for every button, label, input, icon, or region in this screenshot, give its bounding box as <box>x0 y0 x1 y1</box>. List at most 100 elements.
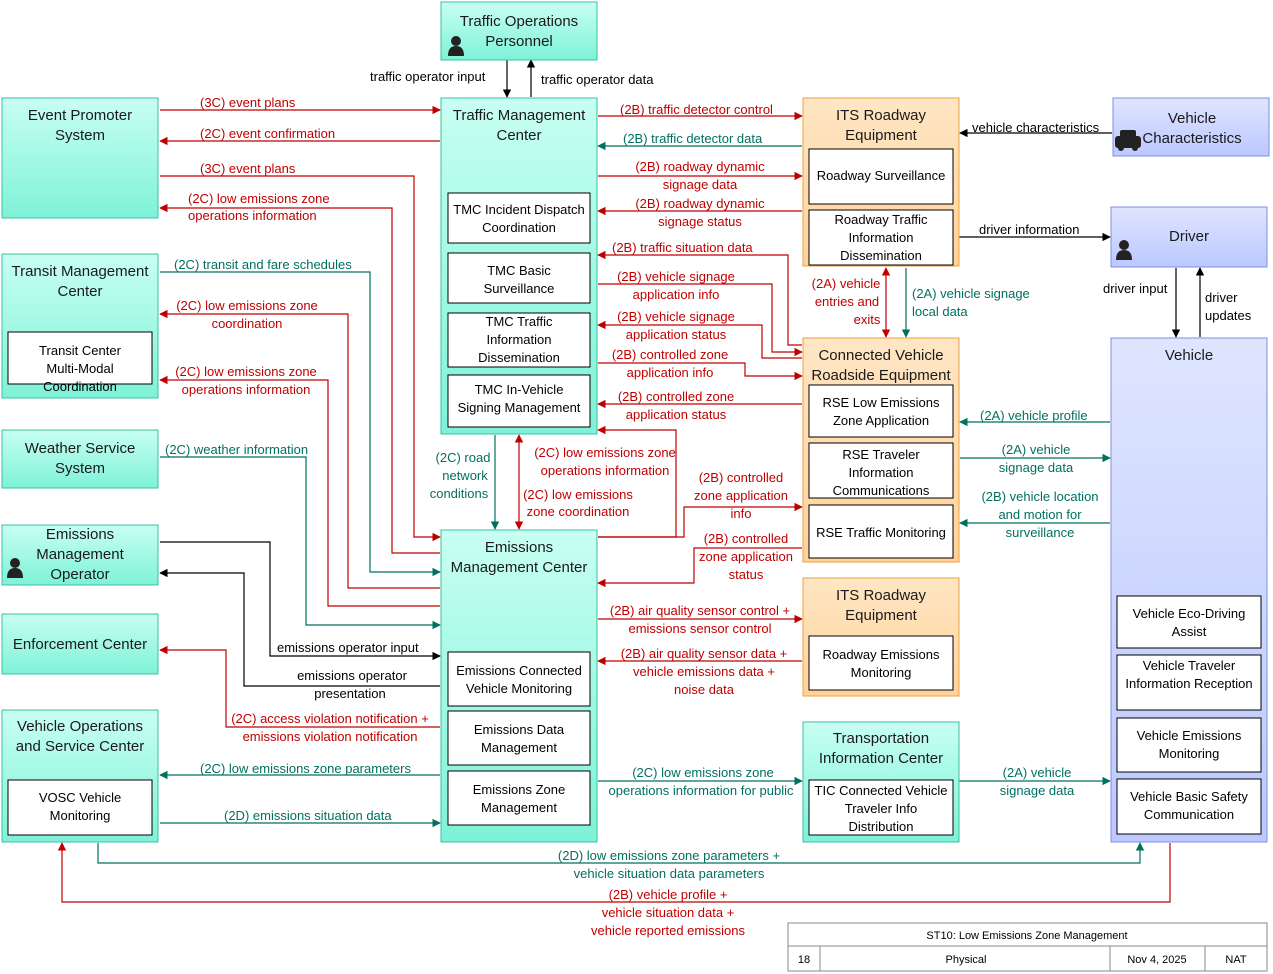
entity-weather-service-system[interactable] <box>1 429 159 489</box>
flow-label: zone coordination <box>527 504 630 519</box>
subsystem-roadway-surveillance[interactable] <box>808 148 954 205</box>
flow-label: emissions violation notification <box>243 729 418 744</box>
flow-label: vehicle situation data parameters <box>574 866 765 881</box>
entity-enforcement-center[interactable]: Enforcement Center <box>1 613 159 675</box>
subsystem-tmc-signing[interactable] <box>447 374 591 428</box>
entity-event-promoter-system[interactable] <box>1 97 159 219</box>
flow-label: (2C) low emissions <box>523 487 633 502</box>
entity-label-vehicle: Vehicle <box>1165 347 1213 364</box>
flow-label: info <box>731 506 752 521</box>
flow-label: (2C) low emissions zone <box>188 191 330 206</box>
flow-label: status <box>729 567 764 582</box>
entity-emissions-management-operator[interactable] <box>1 524 159 586</box>
entity-emissions-management-center[interactable] <box>440 529 598 843</box>
flow-label: (2C) low emissions zone <box>534 445 676 460</box>
entity-label-enf: Enforcement Center <box>13 636 147 653</box>
flow-label: (2B) vehicle location <box>981 489 1098 504</box>
flow-label: (2B) traffic detector data <box>623 131 763 146</box>
entity-transit-management-center[interactable] <box>1 253 159 399</box>
subsystem-traveler-reception[interactable] <box>1116 654 1262 711</box>
flow-label: (2B) controlled zone <box>618 389 734 404</box>
entity-vehicle-operations-service-center[interactable] <box>1 709 159 843</box>
flow-label: vehicle emissions data + <box>633 664 775 679</box>
subsystem-tic-distribution[interactable] <box>808 779 954 836</box>
entity-vehicle-characteristics[interactable] <box>1112 97 1270 157</box>
flow-label: (2B) air quality sensor control + <box>610 603 790 618</box>
flow-label: local data <box>912 304 968 319</box>
subsystem-roadway-traffic-info[interactable] <box>808 209 954 266</box>
flow-label: (2B) roadway dynamic <box>635 196 765 211</box>
subsystem-emc-cv-monitoring[interactable] <box>447 651 591 707</box>
flow-label: application status <box>626 407 727 422</box>
subsystem-rse-traffic-monitoring[interactable] <box>808 504 954 559</box>
subsystem-transit-multimodal[interactable] <box>7 331 153 385</box>
subsystem-emc-zone[interactable] <box>447 770 591 826</box>
footer-title: ST10: Low Emissions Zone Management <box>926 930 1127 942</box>
subsystem-eco-driving[interactable] <box>1116 595 1262 649</box>
subsystem-emc-data[interactable] <box>447 710 591 766</box>
footer-view: Physical <box>946 954 987 966</box>
flow-label: (2C) event confirmation <box>200 126 335 141</box>
flow-label: operations information <box>541 463 670 478</box>
flow-label: noise data <box>674 682 735 697</box>
subsystem-basic-safety[interactable] <box>1116 778 1262 835</box>
flow-label: signage data <box>999 460 1074 475</box>
entity-its-roadway-equipment-1[interactable] <box>802 97 960 267</box>
subsystem-roadway-emissions[interactable] <box>808 635 954 691</box>
flow-label: (3C) event plans <box>200 95 296 110</box>
subsystem-rse-lez[interactable] <box>808 384 954 438</box>
flow-label: application status <box>626 327 727 342</box>
flow-label: (2B) traffic situation data <box>612 240 753 255</box>
subsystem-tmc-dissemination[interactable] <box>447 312 591 368</box>
flow-label: updates <box>1205 308 1252 323</box>
subsystem-tmc-incident[interactable] <box>447 192 591 244</box>
entity-driver[interactable]: Driver <box>1110 206 1268 268</box>
flow-label: operations information <box>188 208 317 223</box>
flow-label: (2B) controlled <box>699 470 784 485</box>
flow-label: (2C) transit and fare schedules <box>174 257 352 272</box>
flow-label: (2D) low emissions zone parameters + <box>558 848 780 863</box>
flow-label: vehicle reported emissions <box>591 923 745 938</box>
entity-vehicle[interactable]: Vehicle <box>1110 337 1268 843</box>
person-icon <box>448 36 464 56</box>
subsystem-rse-traveler[interactable] <box>808 442 954 499</box>
entity-traffic-operations-personnel[interactable] <box>440 1 598 61</box>
flow-label: and motion for <box>998 507 1082 522</box>
flow-label: application info <box>633 287 720 302</box>
subsystem-vehicle-emissions[interactable] <box>1116 717 1262 773</box>
flow-label: (2C) road <box>436 450 491 465</box>
label-subsystems-cv3: RSE Traffic Monitoring <box>816 525 946 540</box>
entity-traffic-management-center[interactable] <box>440 97 598 435</box>
subsystem-vosc-monitoring[interactable] <box>7 779 153 836</box>
flow-label: (2A) vehicle <box>1003 765 1072 780</box>
flow-label: application info <box>627 365 714 380</box>
subsystem-tmc-surveillance[interactable] <box>447 252 591 304</box>
flow-label: (2C) low emissions zone <box>632 765 774 780</box>
flow-label: (2A) vehicle <box>812 276 881 291</box>
entity-connected-vehicle-roadside-equipment[interactable] <box>802 337 960 563</box>
entity-transportation-information-center[interactable] <box>802 721 960 843</box>
flow-label: signage data <box>663 177 738 192</box>
footer-number: 18 <box>798 954 810 966</box>
flow-label: (2B) vehicle profile + <box>609 887 728 902</box>
flow-label: signage data <box>1000 783 1075 798</box>
footer-date: Nov 4, 2025 <box>1127 954 1186 966</box>
flow-label: coordination <box>212 316 283 331</box>
entity-its-roadway-equipment-2[interactable] <box>802 577 960 697</box>
